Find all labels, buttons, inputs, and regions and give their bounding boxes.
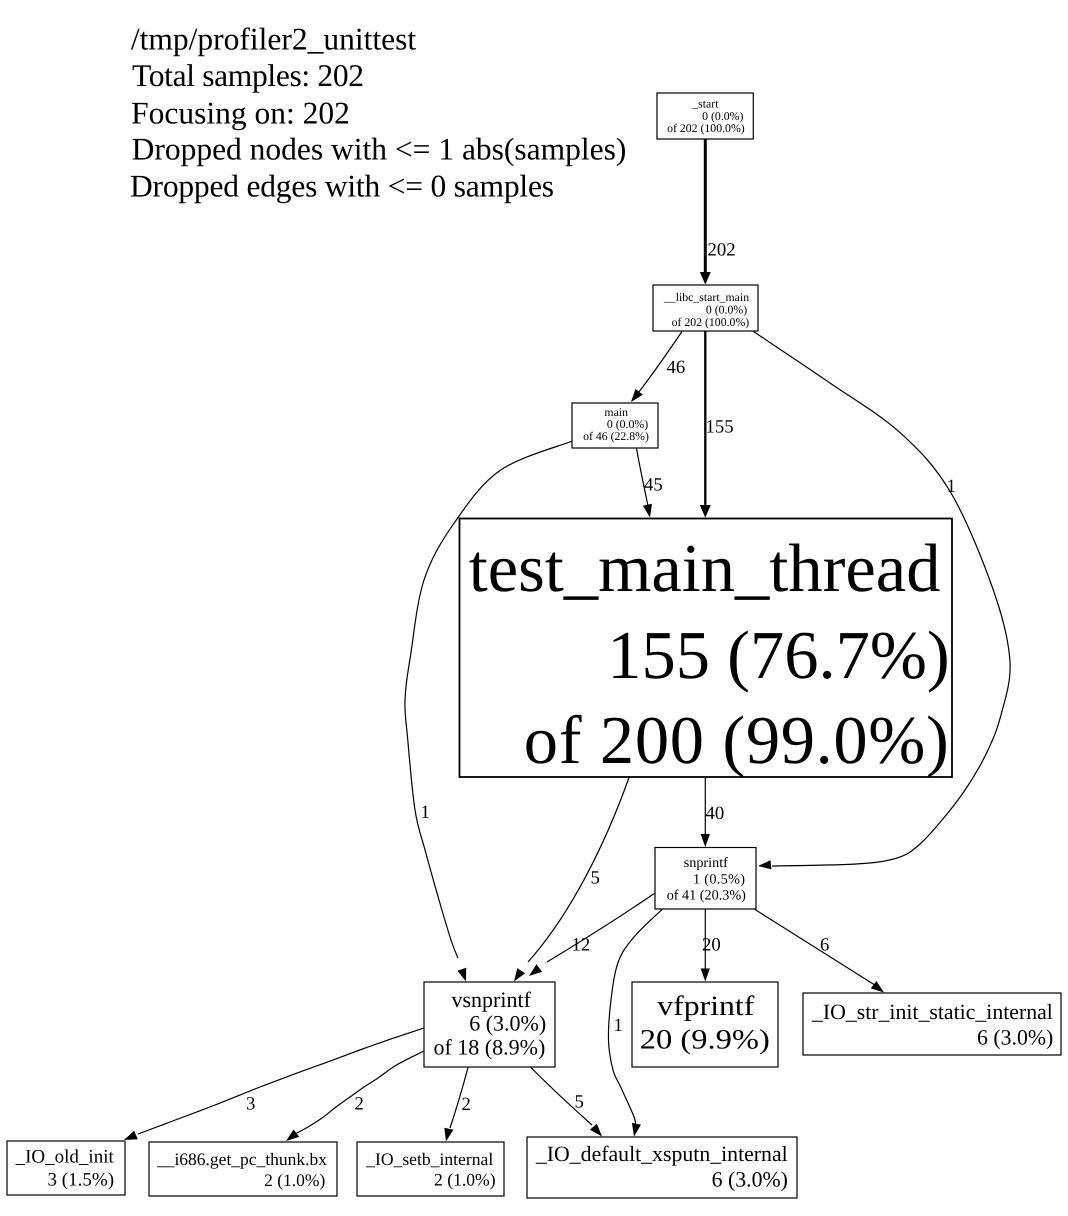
- svg-text:__libc_start_main: __libc_start_main: [663, 290, 749, 304]
- svg-text:0 (0.0%): 0 (0.0%): [706, 303, 747, 317]
- svg-text:2: 2: [355, 1094, 364, 1115]
- svg-text:of 41 (20.3%): of 41 (20.3%): [667, 887, 746, 903]
- svg-text:20: 20: [702, 935, 721, 956]
- svg-text:1: 1: [421, 802, 430, 823]
- svg-text:1 (0.5%): 1 (0.5%): [693, 871, 745, 887]
- svg-text:_IO_default_xsputn_internal: _IO_default_xsputn_internal: [535, 1142, 788, 1166]
- svg-text:_IO_setb_internal: _IO_setb_internal: [365, 1149, 493, 1169]
- svg-text:202: 202: [708, 240, 736, 261]
- svg-text:test_main_thread: test_main_thread: [469, 530, 941, 606]
- svg-text:vfprintf: vfprintf: [657, 991, 755, 1022]
- svg-text:_IO_old_init: _IO_old_init: [15, 1146, 115, 1167]
- svg-text:2 (1.0%): 2 (1.0%): [434, 1170, 496, 1190]
- svg-text:5: 5: [591, 867, 600, 888]
- svg-text:Dropped nodes with <= 1 abs(sa: Dropped nodes with <= 1 abs(samples): [132, 132, 627, 167]
- svg-text:vsnprintf: vsnprintf: [451, 987, 531, 1012]
- svg-text:0 (0.0%): 0 (0.0%): [607, 417, 648, 431]
- svg-text:6 (3.0%): 6 (3.0%): [977, 1026, 1053, 1050]
- svg-text:6 (3.0%): 6 (3.0%): [712, 1167, 788, 1191]
- svg-text:2 (1.0%): 2 (1.0%): [264, 1170, 325, 1190]
- svg-text:3: 3: [246, 1093, 255, 1114]
- svg-text:of 202 (100.0%): of 202 (100.0%): [672, 315, 750, 329]
- svg-text:2: 2: [462, 1094, 471, 1115]
- svg-text:of 18 (8.9%): of 18 (8.9%): [433, 1035, 545, 1060]
- svg-text:of 202 (100.0%): of 202 (100.0%): [667, 121, 745, 135]
- svg-text:45: 45: [644, 475, 663, 496]
- svg-text:155: 155: [706, 417, 734, 438]
- svg-text:main: main: [604, 405, 628, 419]
- svg-text:6 (3.0%): 6 (3.0%): [469, 1011, 546, 1036]
- svg-text:_IO_str_init_static_internal: _IO_str_init_static_internal: [811, 1000, 1053, 1024]
- svg-text:/tmp/profiler2_unittest: /tmp/profiler2_unittest: [131, 22, 416, 57]
- svg-text:3 (1.5%): 3 (1.5%): [48, 1170, 114, 1191]
- svg-text:Total samples: 202: Total samples: 202: [132, 58, 364, 93]
- svg-text:155 (76.7%): 155 (76.7%): [607, 617, 949, 693]
- svg-text:_start: _start: [691, 96, 719, 110]
- svg-text:of 46 (22.8%): of 46 (22.8%): [583, 429, 649, 443]
- svg-text:5: 5: [575, 1092, 584, 1113]
- svg-text:Focusing on: 202: Focusing on: 202: [131, 96, 350, 131]
- svg-text:40: 40: [706, 803, 725, 824]
- svg-text:6: 6: [820, 935, 829, 956]
- svg-text:1: 1: [614, 1015, 623, 1036]
- svg-text:46: 46: [667, 357, 686, 378]
- svg-text:of 200 (99.0%): of 200 (99.0%): [524, 702, 949, 778]
- svg-text:12: 12: [572, 935, 591, 956]
- svg-text:Dropped edges with <= 0 sample: Dropped edges with <= 0 samples: [130, 169, 554, 204]
- svg-text:snprintf: snprintf: [684, 855, 728, 871]
- svg-text:0 (0.0%): 0 (0.0%): [702, 109, 743, 123]
- svg-text:20 (9.9%): 20 (9.9%): [640, 1025, 770, 1056]
- svg-text:__i686.get_pc_thunk.bx: __i686.get_pc_thunk.bx: [156, 1149, 327, 1169]
- svg-text:1: 1: [947, 476, 956, 497]
